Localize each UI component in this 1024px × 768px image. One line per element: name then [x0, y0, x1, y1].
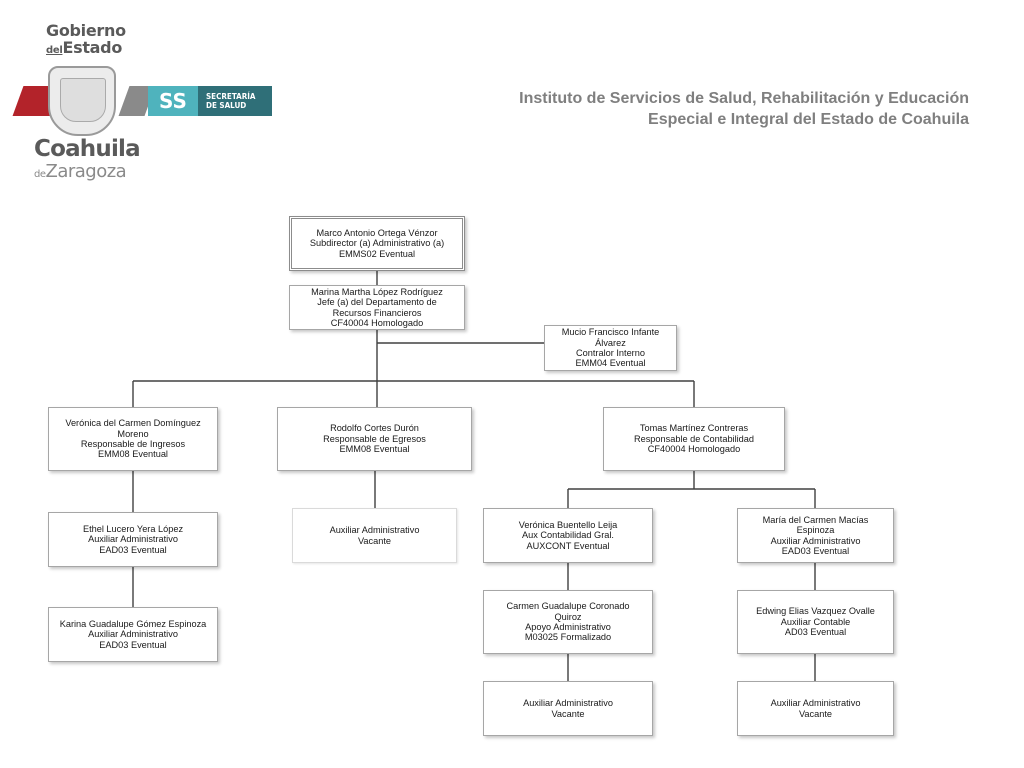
box-line: Apoyo Administrativo: [525, 622, 611, 632]
org-box-contabilidad-vacante-right: Auxiliar Administrativo Vacante: [737, 681, 894, 736]
box-line: Responsable de Egresos: [323, 433, 426, 444]
org-box-ethel-lucero: Ethel Lucero Yera López Auxiliar Adminis…: [48, 512, 218, 567]
institute-title: Instituto de Servicios de Salud, Rehabil…: [519, 88, 969, 130]
box-line: Responsable de Ingresos: [80, 439, 186, 449]
box-line: Auxiliar Administrativo: [523, 698, 613, 709]
box-line: EAD03 Eventual: [99, 639, 167, 650]
gobierno-del-estado-text: Gobierno delEstado: [46, 22, 126, 59]
secretaria-line1: SECRETARÍA: [206, 92, 256, 101]
secretaria-text: SECRETARÍA DE SALUD: [198, 92, 256, 110]
box-line: EAD03 Eventual: [99, 544, 167, 555]
box-line: Tomas Martínez Contreras: [639, 423, 749, 434]
box-line: M03025 Formalizado: [524, 632, 612, 643]
box-line: María del Carmen Macías: [762, 514, 869, 525]
org-box-contralor-interno: Mucio Francisco Infante Álvarez Contralo…: [544, 325, 677, 371]
box-line: Aux Contabilidad Gral.: [522, 530, 614, 541]
box-line: AUXCONT Eventual: [526, 540, 610, 551]
box-line: Ethel Lucero Yera López: [82, 523, 184, 534]
box-line: Auxiliar Contable: [780, 616, 851, 627]
box-line: Mucio Francisco Infante: [561, 327, 660, 338]
secretaria-line2: DE SALUD: [206, 101, 247, 110]
org-box-veronica-buentello: Verónica Buentello Leija Aux Contabilida…: [483, 508, 653, 563]
box-line: EMM08 Eventual: [98, 449, 168, 460]
logo-gobierno: Gobierno: [46, 21, 126, 40]
box-line: Vacante: [551, 708, 585, 719]
box-line: Karina Guadalupe Gómez Espinoza: [59, 618, 207, 629]
box-line: EMMS02 Eventual: [338, 248, 416, 259]
box-line: Auxiliar Administrativo: [329, 525, 420, 536]
coat-of-arms-icon: [48, 66, 116, 136]
box-line: Auxiliar Administrativo: [770, 698, 861, 709]
box-line: Marina Martha López Rodríguez: [311, 286, 443, 297]
org-box-responsable-ingresos: Verónica del Carmen Domínguez Moreno Res…: [48, 407, 218, 471]
box-line: Espinoza: [796, 525, 835, 536]
logo-del: del: [46, 45, 63, 56]
box-line: Auxiliar Administrativo: [88, 629, 178, 640]
box-line: Edwing Elias Vazquez Ovalle: [756, 606, 875, 617]
box-line: Quiroz: [554, 611, 582, 622]
logo-coahuila: Coahuila: [34, 136, 141, 162]
box-line: Vacante: [357, 535, 392, 546]
org-box-egresos-vacante: Auxiliar Administrativo Vacante: [292, 508, 457, 563]
logo-zaragoza: Zaragoza: [45, 161, 127, 182]
box-line: Carmen Guadalupe Coronado: [506, 601, 630, 612]
org-box-responsable-contabilidad: Tomas Martínez Contreras Responsable de …: [603, 407, 785, 471]
box-line: Recursos Financieros: [332, 307, 422, 318]
box-line: Vacante: [798, 708, 833, 719]
box-line: AD03 Eventual: [784, 627, 847, 638]
logo-estado: Estado: [62, 38, 123, 57]
box-line: EMM04 Eventual: [575, 358, 646, 369]
box-line: Subdirector (a) Administrativo (a): [309, 238, 445, 249]
institute-title-line1: Instituto de Servicios de Salud, Rehabil…: [519, 90, 969, 107]
box-line: EMM08 Eventual: [339, 444, 410, 455]
box-line: Moreno: [117, 428, 149, 439]
org-box-jefe-recursos-financieros: Marina Martha López Rodríguez Jefe (a) d…: [289, 285, 465, 330]
gobierno-coahuila-logo: Gobierno delEstado SS SECRETARÍA DE SALU…: [12, 18, 278, 188]
box-line: Contralor Interno: [576, 348, 645, 358]
box-line: Auxiliar Administrativo: [88, 534, 178, 545]
org-box-maria-del-carmen-macias: María del Carmen Macías Espinoza Auxilia…: [737, 508, 894, 563]
institute-title-line2: Especial e Integral del Estado de Coahui…: [648, 111, 969, 128]
box-line: Responsable de Contabilidad: [633, 433, 755, 444]
logo-de-zaragoza: deZaragoza: [34, 161, 127, 182]
org-box-carmen-coronado: Carmen Guadalupe Coronado Quiroz Apoyo A…: [483, 590, 653, 654]
box-line: Marco Antonio Ortega Vénzor: [316, 227, 438, 238]
org-box-responsable-egresos: Rodolfo Cortes Durón Responsable de Egre…: [277, 407, 472, 471]
box-line: EAD03 Eventual: [781, 545, 850, 556]
box-line: Auxiliar Administrativo: [770, 535, 861, 546]
org-box-edwing-vazquez: Edwing Elias Vazquez Ovalle Auxiliar Con…: [737, 590, 894, 654]
box-line: Álvarez: [595, 337, 626, 348]
box-line: Jefe (a) del Departamento de: [317, 297, 437, 308]
org-box-karina-guadalupe: Karina Guadalupe Gómez Espinoza Auxiliar…: [48, 607, 218, 662]
box-line: Verónica Buentello Leija: [518, 519, 618, 530]
box-line: Verónica del Carmen Domínguez: [65, 418, 201, 429]
org-box-subdirector: Marco Antonio Ortega Vénzor Subdirector …: [289, 216, 465, 271]
org-box-contabilidad-vacante-left: Auxiliar Administrativo Vacante: [483, 681, 653, 736]
box-line: CF40004 Homologado: [330, 317, 424, 328]
ss-logo-text: SS: [148, 86, 198, 116]
box-line: CF40004 Homologado: [647, 444, 741, 455]
secretaria-salud-badge: SS SECRETARÍA DE SALUD: [148, 86, 272, 116]
logo-de: de: [34, 169, 46, 180]
box-line: Rodolfo Cortes Durón: [330, 423, 419, 434]
